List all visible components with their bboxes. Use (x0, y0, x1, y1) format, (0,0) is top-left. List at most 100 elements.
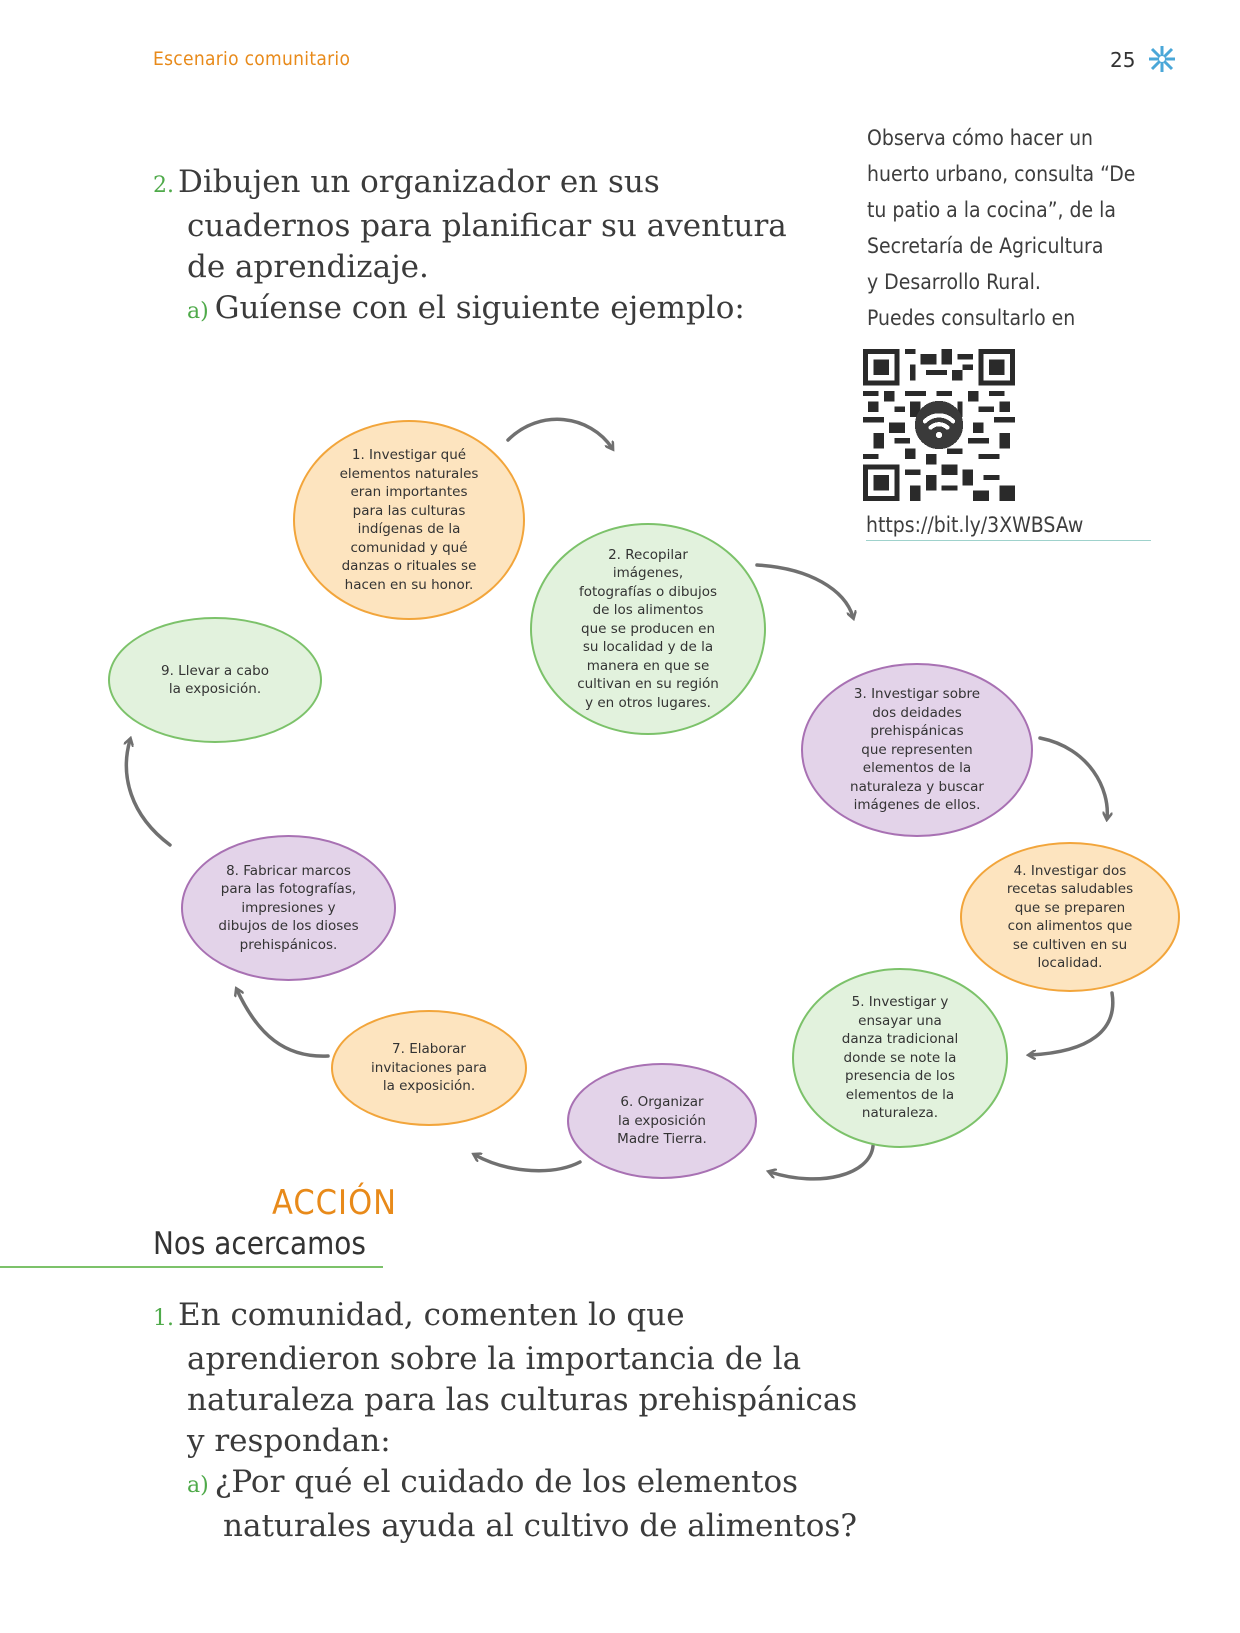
step-text-line: ensayar una (858, 1012, 942, 1029)
question-line: aprendieron sobre la importancia de la (187, 1341, 802, 1377)
step-text-line: con alimentos que (1007, 918, 1133, 934)
step-8-circle: 8. Fabricar marcos para las fotografías,… (181, 835, 396, 981)
step-text-line: elementos naturales (339, 465, 479, 482)
arrow-2-to-3 (755, 563, 853, 617)
step-text-line: imágenes, (612, 565, 684, 582)
step-text-line: para las culturas (352, 502, 466, 519)
sub-question-line: naturales ayuda al cultivo de alimentos? (223, 1508, 857, 1544)
sidebar-line: Secretaría de Agricultura (867, 234, 1104, 258)
step-text-line: de los alimentos (592, 602, 704, 619)
step-text-line: dibujos de los dioses (218, 918, 359, 935)
step-text-line: elementos de la (862, 760, 972, 777)
step-text-line: fotografías o dibujos (578, 583, 718, 600)
question-line: de aprendizaje. (187, 249, 429, 285)
step-text-line: 9. Llevar a cabo (161, 662, 269, 679)
question-2: 2.Dibujen un organizador en sus cuaderno… (153, 162, 787, 332)
qr-code-icon[interactable] (863, 349, 1015, 501)
step-text-line: imágenes de ellos. (853, 797, 981, 814)
step-5-circle: 5. Investigar y ensayar una danza tradic… (792, 968, 1008, 1148)
sidebar-line: Observa cómo hacer un (867, 126, 1094, 150)
sidebar-line: tu patio a la cocina”, de la (867, 198, 1116, 222)
step-text-line: que se preparen (1014, 899, 1126, 916)
step-text-line: para las fotografías, (220, 881, 357, 898)
snowflake-pattern-icon (1149, 46, 1175, 72)
url-link[interactable]: https://bit.ly/3XWBSAw (866, 513, 1084, 537)
sub-question-line: ¿Por qué el cuidado de los elementos (214, 1464, 799, 1500)
step-text-line: 8. Fabricar marcos (226, 862, 351, 879)
step-text-line: y en otros lugares. (585, 694, 711, 711)
sidebar-note: Observa cómo hacer un huerto urbano, con… (867, 120, 1187, 336)
step-text-line: 6. Organizar (620, 1094, 704, 1111)
step-text-line: comunidad y qué (350, 539, 468, 556)
question-line: En comunidad, comenten lo que (178, 1297, 685, 1333)
step-text-line: la exposición (618, 1112, 706, 1129)
step-text-line: 2. Recopilar (608, 546, 688, 563)
step-text-line: la exposición. (382, 1078, 476, 1095)
step-text-line: presencia de los (845, 1068, 955, 1085)
question-line: naturaleza para las culturas prehispánic… (187, 1382, 858, 1418)
step-text-line: se cultiven en su (1012, 936, 1128, 953)
step-text-line: prehispánicos. (239, 936, 338, 953)
step-text-line: 5. Investigar y (851, 994, 949, 1011)
step-text-line: su localidad y de la (582, 639, 714, 656)
section-heading: ACCIÓN (272, 1183, 398, 1223)
page-number: 25 (1110, 48, 1136, 72)
step-text-line: impresiones y (241, 899, 336, 916)
step-text-line: cultivan en su región (577, 676, 719, 693)
step-text-line: danzas o rituales se (341, 558, 477, 574)
sub-letter: a) (187, 1473, 209, 1498)
arrow-1-to-2 (506, 417, 612, 448)
sidebar-line: y Desarrollo Rural. (867, 270, 1041, 294)
arrow-3-to-4 (1038, 736, 1107, 818)
url-underline (866, 540, 1151, 541)
arrow-5-to-6 (770, 1144, 875, 1181)
step-4-circle: 4. Investigar dos recetas saludables que… (960, 842, 1180, 992)
step-9-circle: 9. Llevar a cabo la exposición. (108, 617, 322, 743)
step-1-circle: 1. Investigar qué elementos naturales er… (293, 420, 525, 620)
arrow-4-to-5 (1030, 991, 1115, 1055)
step-6-circle: 6. Organizar la exposición Madre Tierra. (567, 1063, 757, 1179)
sub-question-text: Guíense con el siguiente ejemplo: (214, 290, 745, 326)
step-text-line: naturaleza y buscar (850, 778, 984, 795)
step-text-line: eran importantes (350, 484, 468, 500)
arrow-8-to-9 (126, 740, 172, 847)
step-text-line: 3. Investigar sobre (853, 686, 981, 703)
section-divider (0, 1266, 383, 1268)
step-text-line: dos deidades (872, 704, 962, 721)
step-text-line: Madre Tierra. (617, 1131, 707, 1148)
step-text-line: 1. Investigar qué (351, 447, 467, 463)
step-text-line: donde se note la (843, 1049, 957, 1066)
sub-letter: a) (187, 299, 209, 324)
step-text-line: recetas saludables (1006, 881, 1134, 897)
sidebar-line: huerto urbano, consulta “De (867, 162, 1136, 186)
step-text-line: localidad. (1037, 955, 1103, 971)
question-line: cuadernos para planificar su aventura (187, 208, 787, 244)
step-text-line: elementos de la (845, 1086, 955, 1103)
step-text-line: hacen en su honor. (344, 576, 474, 593)
step-text-line: que representen (861, 741, 973, 758)
step-text-line: naturaleza. (861, 1105, 939, 1122)
step-text-line: la exposición. (168, 681, 262, 697)
step-text-line: manera en que se (586, 657, 710, 674)
step-text-line: invitaciones para (371, 1059, 487, 1076)
section-subheading: Nos acercamos (153, 1226, 366, 1262)
step-3-circle: 3. Investigar sobre dos deidades prehisp… (801, 663, 1033, 837)
step-text-line: 4. Investigar dos (1013, 862, 1127, 879)
question-1: 1.En comunidad, comenten lo que aprendie… (153, 1295, 857, 1547)
arrow-6-to-7 (475, 1155, 582, 1173)
step-text-line: prehispánicas (870, 723, 964, 740)
step-text-line: que se producen en (581, 620, 715, 637)
step-7-circle: 7. Elaborar invitaciones para la exposic… (331, 1010, 527, 1126)
sidebar-line: Puedes consultarlo en (867, 306, 1076, 330)
question-line: Dibujen un organizador en sus (178, 164, 660, 200)
step-text-line: danza tradicional (841, 1031, 959, 1048)
question-number: 1. (153, 1306, 174, 1331)
step-text-line: 7. Elaborar (392, 1041, 466, 1058)
arrow-7-to-8 (237, 990, 330, 1058)
step-2-circle: 2. Recopilar imágenes, fotografías o dib… (530, 523, 766, 735)
question-line: y respondan: (187, 1423, 391, 1459)
section-title: Escenario comunitario (153, 48, 351, 70)
step-text-line: indígenas de la (357, 521, 461, 537)
question-number: 2. (153, 173, 174, 198)
